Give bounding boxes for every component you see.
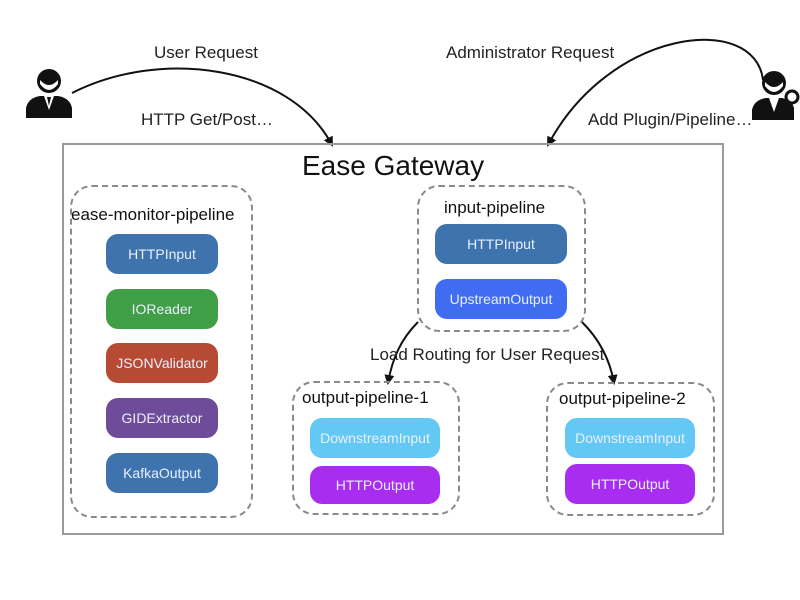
user-icon [24,66,74,118]
monitor-pipeline-group [70,185,253,518]
io-reader-node[interactable]: IOReader [106,289,218,329]
monitor-pipeline-title: ease-monitor-pipeline [71,205,235,224]
gid-extractor-node[interactable]: GIDExtractor [106,398,218,438]
output-pipeline-2-group [546,382,715,516]
output-pipeline-2-title: output-pipeline-2 [559,389,686,408]
kafka-output-node[interactable]: KafkaOutput [106,453,218,493]
user-request-label: User Request [154,43,258,62]
input-pipeline-title: input-pipeline [444,198,546,217]
add-plugin-label: Add Plugin/Pipeline… [588,110,753,129]
input-pipeline-group [417,185,586,332]
output-pipeline-1-group [292,381,460,515]
monitor-http-input-node[interactable]: HTTPInput [106,234,218,274]
admin-key-icon [752,68,800,120]
http-output-node-1[interactable]: HTTPOutput [310,466,440,504]
user-request-arrow [71,67,333,147]
http-output-node-2[interactable]: HTTPOutput [565,464,695,504]
gateway-title: Ease Gateway [302,150,485,181]
load-routing-label: Load Routing for User Request [370,345,605,364]
json-validator-node[interactable]: JSONValidator [106,343,218,383]
ease-gateway-box [62,143,724,535]
input-http-input-node[interactable]: HTTPInput [435,224,567,264]
downstream-input-node-2[interactable]: DownstreamInput [565,418,695,458]
downstream-input-node-1[interactable]: DownstreamInput [310,418,440,458]
admin-request-label: Administrator Request [446,43,615,62]
upstream-output-node[interactable]: UpstreamOutput [435,279,567,319]
http-get-post-label: HTTP Get/Post… [141,110,273,129]
output-pipeline-1-title: output-pipeline-1 [302,388,429,407]
